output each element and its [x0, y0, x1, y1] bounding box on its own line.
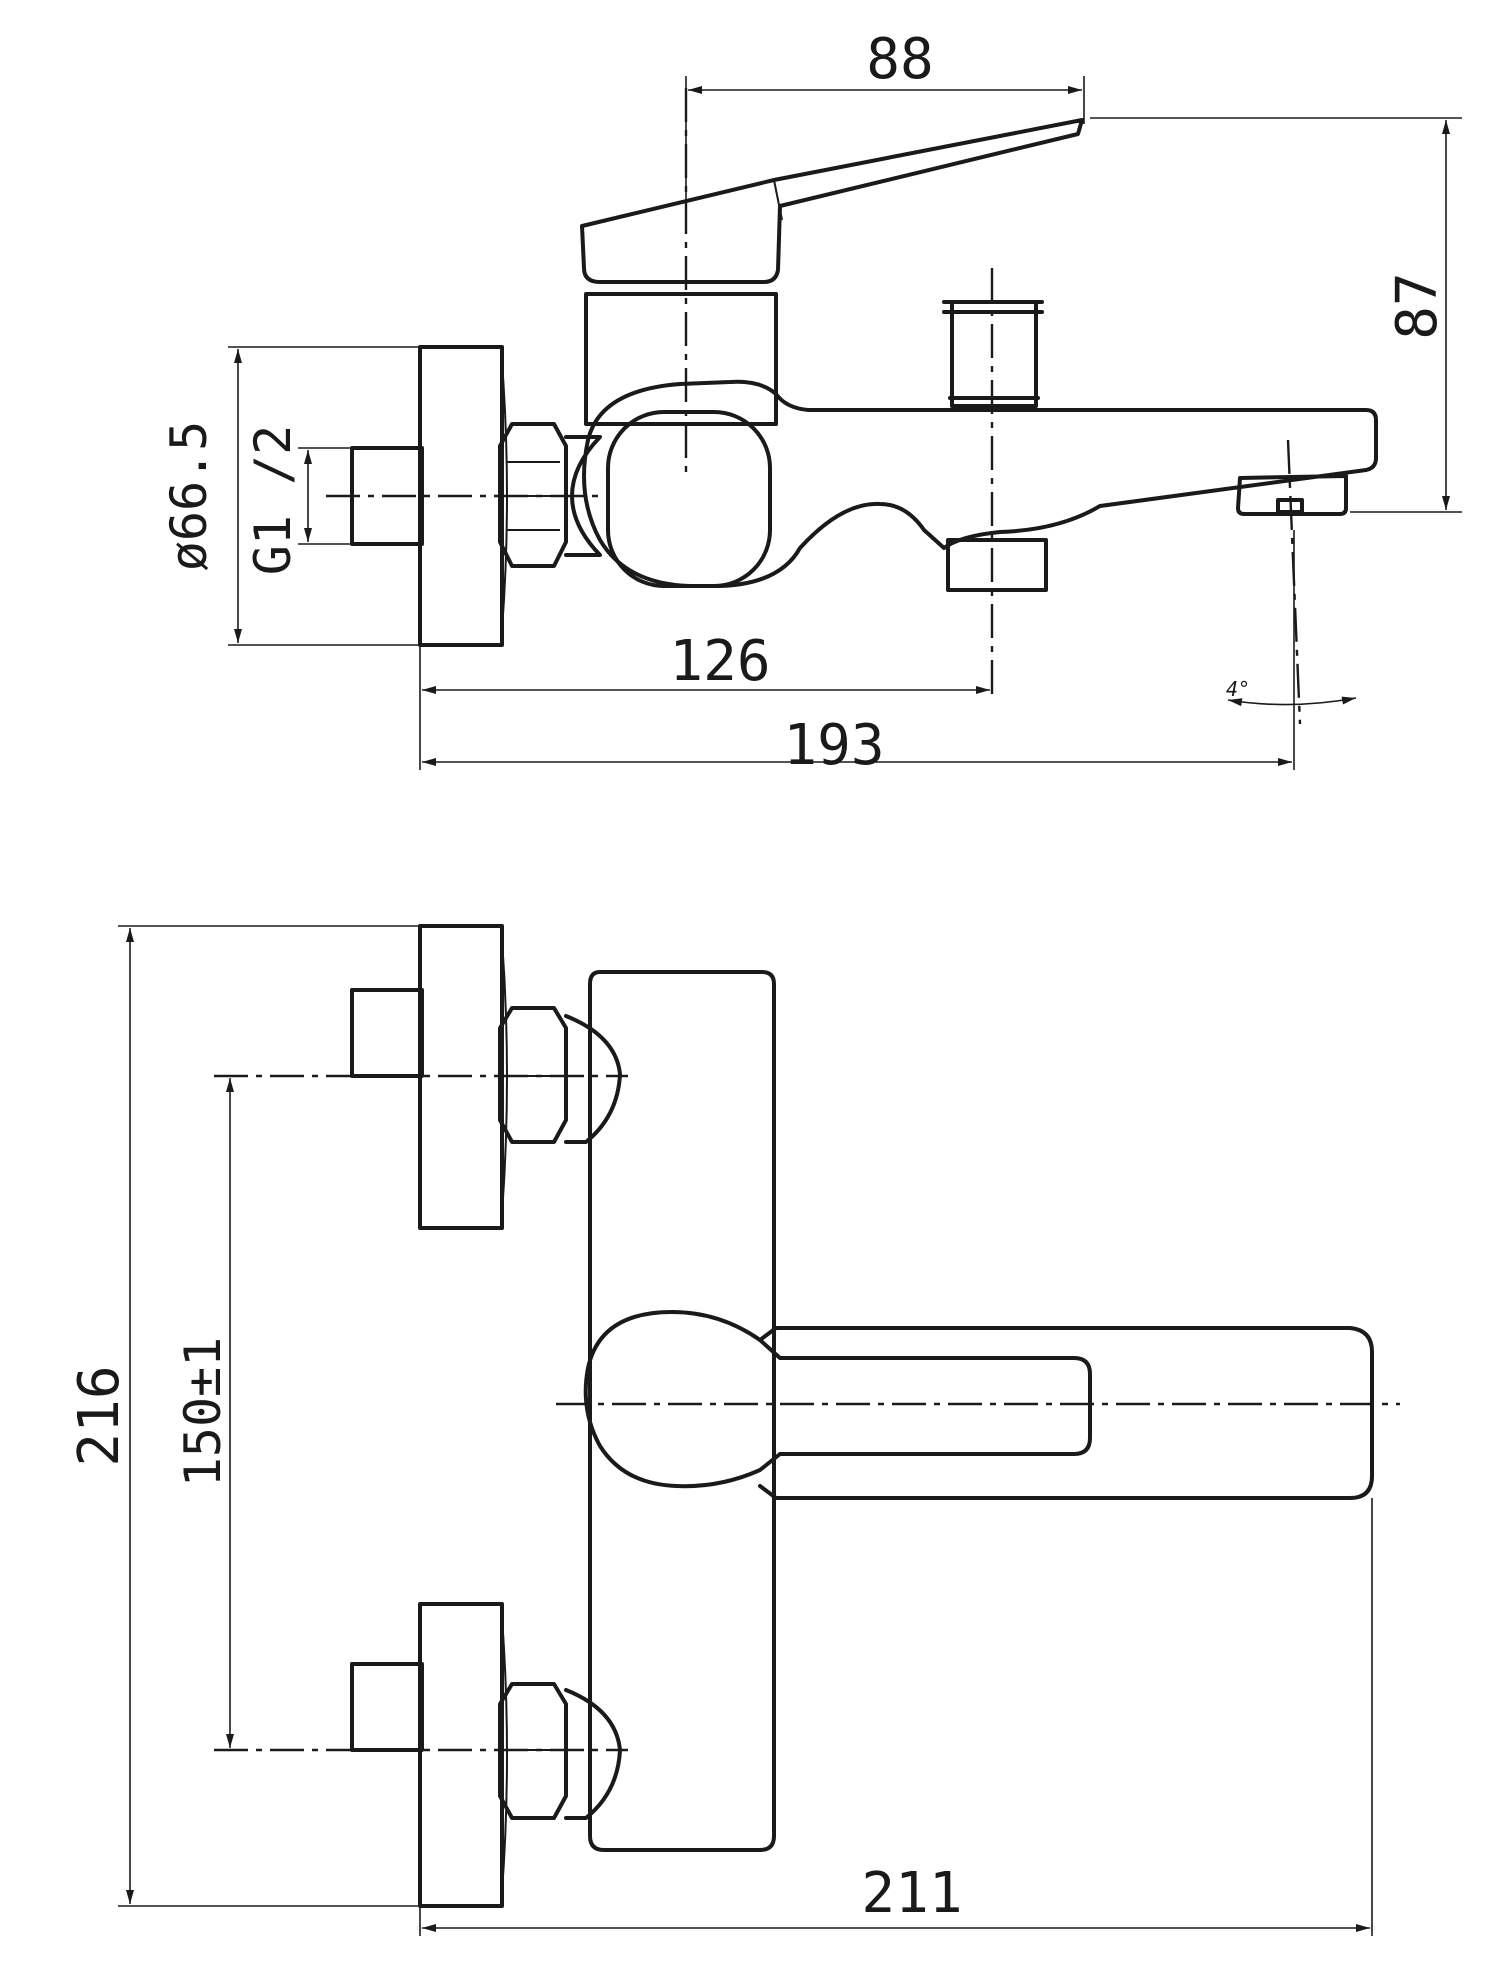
- dim-outlet-distance: 126: [669, 629, 770, 694]
- dim-spout-angle: 4°: [1226, 677, 1250, 701]
- spout: [582, 379, 1378, 588]
- dim-overall-length: 193: [783, 713, 884, 778]
- dim-center-distance: 150±1: [174, 1337, 232, 1488]
- dim-overall-height: 216: [67, 1365, 132, 1466]
- dim-height: 87: [1385, 272, 1450, 339]
- dim-handle-width: 88: [866, 27, 933, 92]
- diverter-knob: [950, 300, 1038, 408]
- lower-hex-nut: [498, 1682, 568, 1820]
- dim-overall-width: 211: [861, 1861, 962, 1926]
- lever-handle: [580, 118, 1084, 284]
- dim-flange-diameter: ø66.5: [160, 421, 218, 572]
- hex-nut: [498, 422, 568, 568]
- dim-thread: G1 /2: [244, 425, 302, 576]
- lower-wall-flange: [418, 1602, 504, 1908]
- side-view: [326, 88, 1378, 725]
- top-view-dimensions: 216 150±1 211: [67, 925, 1373, 1936]
- body-column: [584, 292, 778, 426]
- top-view: [214, 924, 1400, 1908]
- upper-hex-nut: [498, 1006, 568, 1144]
- bath-outlet: [946, 538, 1048, 592]
- side-view-dimensions: 88 87 ø66.5 G1 /2 126 193 4°: [160, 27, 1462, 778]
- aerator: [1236, 474, 1348, 516]
- vertical-body: [588, 970, 776, 1852]
- lever-top: [583, 1310, 1092, 1489]
